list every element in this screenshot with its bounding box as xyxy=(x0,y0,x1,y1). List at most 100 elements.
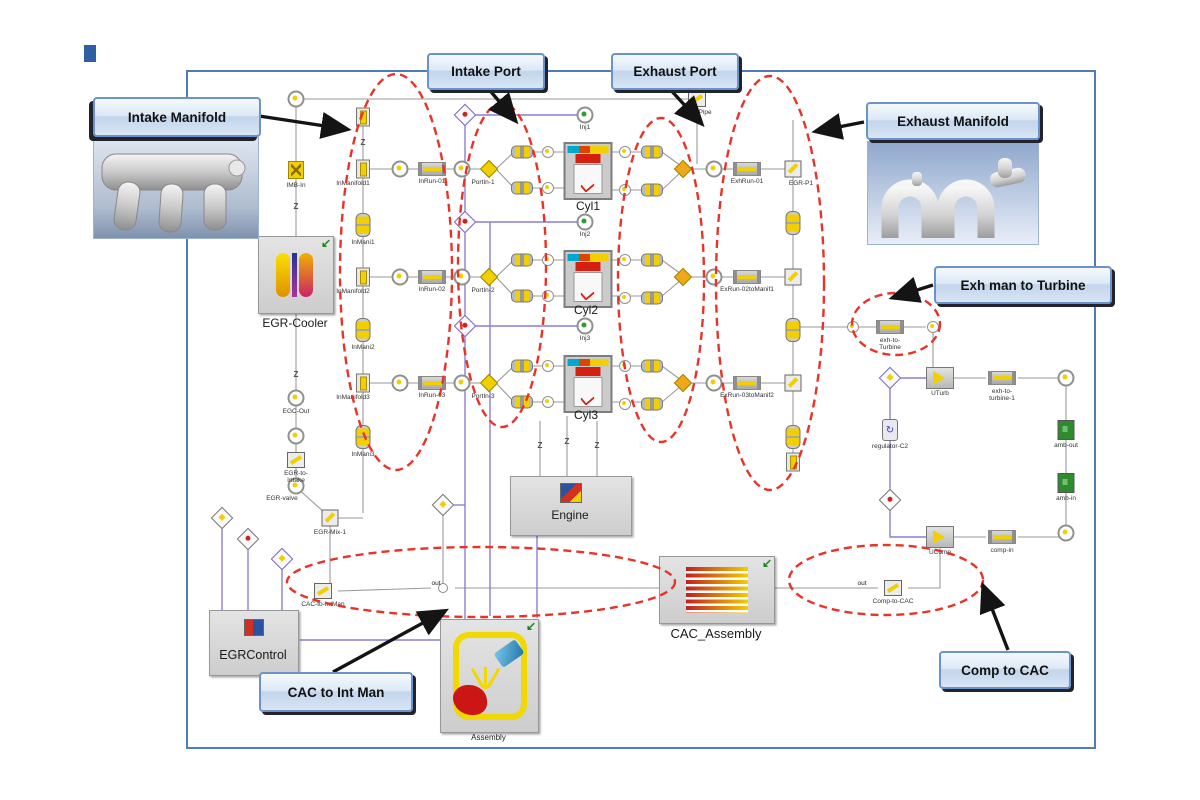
node-inmani2[interactable] xyxy=(355,318,371,342)
node-capH[interactable] xyxy=(511,181,533,195)
node-zconn[interactable]: Z xyxy=(594,441,600,450)
node-abox[interactable] xyxy=(784,374,802,392)
node-cyl[interactable] xyxy=(563,250,613,308)
node-ycirc[interactable] xyxy=(1057,369,1075,387)
node-egr-to-intake[interactable] xyxy=(287,452,305,468)
node-comp-in[interactable] xyxy=(988,530,1016,544)
node-uturb[interactable] xyxy=(926,367,954,389)
node-ycirc[interactable] xyxy=(453,268,471,286)
node-amb-out[interactable] xyxy=(1057,420,1075,440)
node-ycircS[interactable] xyxy=(542,182,554,194)
node-capH[interactable] xyxy=(641,397,663,411)
node-ycirc[interactable] xyxy=(391,268,409,286)
node-ycircS[interactable] xyxy=(542,146,554,158)
node-exrun-03tomanif2[interactable] xyxy=(733,376,761,390)
node-inmanifold3[interactable] xyxy=(356,373,370,393)
node-inmani3[interactable] xyxy=(355,425,371,449)
node-ycircS[interactable] xyxy=(619,254,631,266)
node-capH[interactable] xyxy=(511,289,533,303)
node-zconn[interactable]: Z xyxy=(537,441,543,450)
node-ycircS[interactable] xyxy=(927,321,939,333)
egr-cooler-component[interactable]: ↙ xyxy=(258,236,334,314)
cac-assembly-component[interactable]: ↙ xyxy=(659,556,775,624)
node-capH[interactable] xyxy=(511,253,533,267)
node-zconn[interactable]: Z xyxy=(293,202,299,211)
node-ycirc[interactable] xyxy=(391,160,409,178)
node-ybox[interactable] xyxy=(356,107,370,127)
node-capH[interactable] xyxy=(641,359,663,373)
node-egr-p1[interactable] xyxy=(784,160,802,178)
node-exrun-02tomanif1[interactable] xyxy=(733,270,761,284)
callout-text: Intake Manifold xyxy=(127,109,227,125)
node-abox[interactable] xyxy=(784,268,802,286)
node-ybox[interactable] xyxy=(786,452,800,472)
assembly-component[interactable]: ↙ xyxy=(440,619,539,733)
node-inrun-02[interactable] xyxy=(418,270,446,284)
node-egr-mix-1[interactable] xyxy=(321,509,339,527)
node-inrun-03[interactable] xyxy=(418,376,446,390)
node-capH[interactable] xyxy=(511,395,533,409)
node-ycirc[interactable] xyxy=(287,90,305,108)
node-capH[interactable] xyxy=(511,359,533,373)
label-cyl2: Cyl2 xyxy=(573,303,598,317)
node-ycircS[interactable] xyxy=(847,321,859,333)
node-inmani1[interactable] xyxy=(355,213,371,237)
node-ucomp[interactable] xyxy=(926,526,954,548)
node-ycirc[interactable] xyxy=(705,160,723,178)
node-inrun-01[interactable] xyxy=(418,162,446,176)
node-zconn[interactable]: Z xyxy=(293,370,299,379)
blue-corner-mark xyxy=(84,45,96,62)
node-ycircS[interactable] xyxy=(619,146,631,158)
node-capH[interactable] xyxy=(511,145,533,159)
node-capV[interactable] xyxy=(785,425,801,449)
node-exhrun-01[interactable] xyxy=(733,162,761,176)
node-inj1[interactable] xyxy=(576,106,594,124)
node-inmanifold1[interactable] xyxy=(356,159,370,179)
engine-component[interactable] xyxy=(510,476,632,536)
node-ycirc[interactable] xyxy=(453,160,471,178)
egr-control-icon xyxy=(244,619,264,636)
node-regulator-c2[interactable]: ↻ xyxy=(882,419,898,441)
node-cac-to-intman[interactable] xyxy=(314,583,332,599)
node-capH[interactable] xyxy=(641,253,663,267)
engine-label: Engine xyxy=(551,508,589,522)
node-inj2[interactable] xyxy=(576,213,594,231)
node-inmanifold2[interactable] xyxy=(356,267,370,287)
node-exh-to-turbine-1[interactable] xyxy=(988,371,1016,385)
node-zconn[interactable]: Z xyxy=(564,437,570,446)
node-amb-in[interactable] xyxy=(1057,473,1075,493)
node-egr-valve[interactable] xyxy=(287,477,305,495)
node-ycirc[interactable] xyxy=(705,374,723,392)
node-ycircS[interactable] xyxy=(542,360,554,372)
cac-assembly-label: CAC_Assembly xyxy=(670,626,762,641)
node-capH[interactable] xyxy=(641,145,663,159)
node-capV[interactable] xyxy=(785,318,801,342)
node-capH[interactable] xyxy=(641,291,663,305)
node-egr-pipe[interactable] xyxy=(688,91,706,107)
node-ycircS[interactable] xyxy=(542,396,554,408)
node-ycirc[interactable] xyxy=(453,374,471,392)
node-zconn[interactable]: Z xyxy=(360,138,366,147)
node-ycirc[interactable] xyxy=(391,374,409,392)
node-ycircS[interactable] xyxy=(542,254,554,266)
node-exh-to-turbine[interactable] xyxy=(876,320,904,334)
node-ycirc[interactable] xyxy=(287,427,305,445)
assembly-icon xyxy=(450,629,530,723)
node-ycirc[interactable] xyxy=(1057,524,1075,542)
node-imb-in[interactable] xyxy=(288,161,304,179)
node-ycirc[interactable] xyxy=(705,268,723,286)
callout-text: Intake Port xyxy=(451,64,521,79)
node-egc-out[interactable] xyxy=(287,389,305,407)
node-ycircS[interactable] xyxy=(619,360,631,372)
external-link-icon: ↙ xyxy=(525,619,536,633)
node-capV[interactable] xyxy=(785,211,801,235)
egr-control-component[interactable] xyxy=(209,610,299,676)
node-cyl[interactable] xyxy=(563,355,613,413)
callout-text: Exhaust Port xyxy=(633,64,717,79)
node-capH[interactable] xyxy=(641,183,663,197)
callout-cac-to-int-man: CAC to Int Man xyxy=(259,672,413,712)
node-ycircS[interactable] xyxy=(542,290,554,302)
node-cyl[interactable] xyxy=(563,142,613,200)
node-inj3[interactable] xyxy=(576,317,594,335)
node-ycircS[interactable] xyxy=(619,184,631,196)
